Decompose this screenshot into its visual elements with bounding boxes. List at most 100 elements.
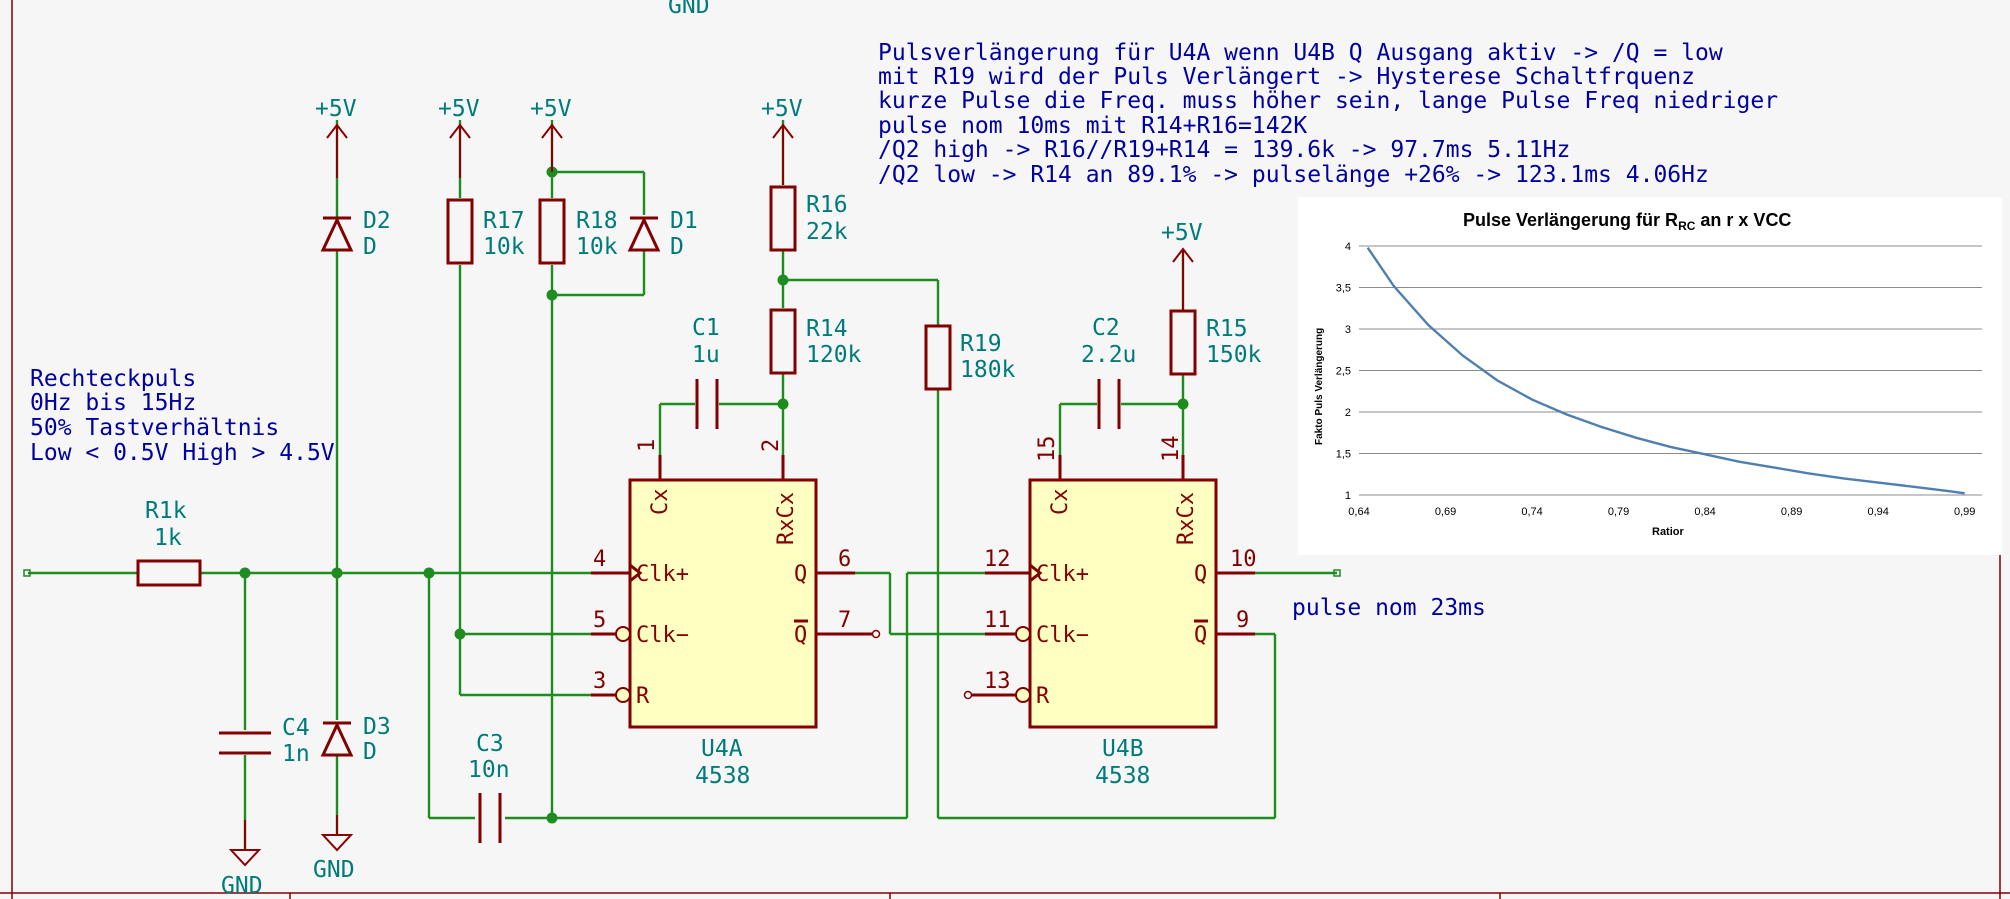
chart-y-tick-label: 1,5 bbox=[1336, 449, 1351, 461]
svg-text:12: 12 bbox=[984, 547, 1011, 572]
note-input: Rechteckpuls 0Hz bis 15Hz 50% Tastverhäl… bbox=[30, 366, 335, 466]
chart-x-tick-label: 0,79 bbox=[1608, 506, 1629, 518]
svg-text:14: 14 bbox=[1159, 436, 1184, 463]
chart-y-tick-label: 2,5 bbox=[1336, 366, 1351, 378]
chart-gridlines bbox=[1359, 245, 1982, 496]
gnd-c4: GND bbox=[221, 820, 263, 899]
resistor-r19: R19 180k bbox=[924, 324, 1016, 391]
chart-y-tick-label: 3 bbox=[1345, 324, 1351, 336]
diode-d2: D2 D bbox=[320, 208, 391, 260]
svg-text:Cx: Cx bbox=[648, 489, 673, 516]
gnd-d3: GND bbox=[313, 815, 355, 883]
svg-text:R16: R16 bbox=[806, 192, 848, 218]
svg-text:2.2u: 2.2u bbox=[1081, 342, 1136, 368]
chart-y-tick-label: 2 bbox=[1345, 407, 1351, 419]
ic-u4b: 15 14 12 11 13 10 9 Cx RxCx Clk+ Clk− R … bbox=[972, 436, 1257, 789]
chart-x-tick-label: 0,99 bbox=[1954, 506, 1975, 518]
svg-text:9: 9 bbox=[1236, 608, 1249, 633]
svg-text:Q: Q bbox=[794, 623, 807, 648]
power-5v-r15: +5V bbox=[1161, 220, 1203, 310]
resistor-r1k: R1k 1k bbox=[136, 498, 202, 587]
svg-text:10k: 10k bbox=[576, 234, 618, 260]
svg-text:50% Tastverhältnis: 50% Tastverhältnis bbox=[30, 415, 279, 441]
svg-text:kurze Pulse die Freq. muss höh: kurze Pulse die Freq. muss höher sein, l… bbox=[878, 88, 1778, 114]
svg-text:13: 13 bbox=[984, 669, 1011, 694]
svg-text:D3: D3 bbox=[363, 714, 391, 740]
svg-text:4: 4 bbox=[593, 547, 606, 572]
power-5v-r16: +5V bbox=[761, 96, 803, 185]
svg-text:10k: 10k bbox=[483, 234, 525, 260]
svg-text:Clk−: Clk− bbox=[1036, 623, 1089, 648]
svg-text:Clk−: Clk− bbox=[636, 623, 689, 648]
chart-x-tick-label: 0,69 bbox=[1435, 506, 1456, 518]
svg-text:U4A: U4A bbox=[701, 736, 743, 762]
svg-text:1: 1 bbox=[635, 439, 660, 452]
svg-text:150k: 150k bbox=[1206, 342, 1262, 368]
svg-text:Rechteckpuls: Rechteckpuls bbox=[30, 366, 196, 392]
resistor-r16: R16 22k bbox=[769, 185, 848, 252]
svg-text:11: 11 bbox=[984, 608, 1011, 633]
svg-text:RxCx: RxCx bbox=[1174, 492, 1199, 545]
svg-text:7: 7 bbox=[838, 608, 851, 633]
svg-text:6: 6 bbox=[838, 547, 851, 572]
pulse-chart: Pulse Verlängerung für RRC an r x VCC 1 1… bbox=[1298, 197, 2002, 555]
svg-text:10: 10 bbox=[1230, 547, 1257, 572]
svg-text:mit R19 wird der Puls Verlänge: mit R19 wird der Puls Verlängert -> Hyst… bbox=[878, 64, 1695, 90]
note-top: Pulsverlängerung für U4A wenn U4B Q Ausg… bbox=[878, 40, 1778, 188]
capacitor-c1: C1 1u bbox=[692, 315, 720, 429]
svg-text:22k: 22k bbox=[806, 219, 848, 245]
svg-text:R15: R15 bbox=[1206, 316, 1248, 342]
power-5v-r18: +5V bbox=[530, 96, 572, 172]
svg-text:Clk+: Clk+ bbox=[1036, 562, 1089, 587]
svg-text:GND: GND bbox=[313, 857, 355, 883]
chart-x-tick-label: 0,84 bbox=[1694, 506, 1715, 518]
chart-x-tick-label: 0,74 bbox=[1521, 506, 1542, 518]
svg-text:/Q2 high -> R16//R19+R14 = 139: /Q2 high -> R16//R19+R14 = 139.6k -> 97.… bbox=[878, 137, 1570, 163]
svg-text:R17: R17 bbox=[483, 208, 525, 234]
svg-text:/Q2 low -> R14 an 89.1% -> pul: /Q2 low -> R14 an 89.1% -> pulselänge +2… bbox=[878, 162, 1709, 188]
svg-text:1n: 1n bbox=[282, 741, 310, 767]
diode-d1: D1 D bbox=[627, 208, 698, 260]
chart-y-tick-label: 4 bbox=[1345, 241, 1351, 253]
svg-text:RxCx: RxCx bbox=[774, 492, 799, 545]
svg-text:4538: 4538 bbox=[695, 763, 750, 789]
resistor-r15: R15 150k bbox=[1169, 309, 1262, 376]
svg-text:+5V: +5V bbox=[1161, 220, 1203, 246]
svg-text:120k: 120k bbox=[806, 342, 862, 368]
svg-text:Low < 0.5V High > 4.5V: Low < 0.5V High > 4.5V bbox=[30, 440, 335, 466]
power-5v-d2: +5V bbox=[315, 96, 357, 178]
junctions bbox=[239, 166, 1189, 824]
chart-y-tick-label: 1 bbox=[1345, 490, 1351, 502]
svg-text:R: R bbox=[1036, 684, 1050, 709]
svg-text:2: 2 bbox=[759, 439, 784, 452]
resistor-r14: R14 120k bbox=[769, 308, 862, 375]
capacitor-c2: C2 2.2u bbox=[1081, 315, 1136, 429]
svg-text:C3: C3 bbox=[476, 731, 504, 757]
chart-title: Pulse Verlängerung für RRC an r x VCC bbox=[1463, 210, 1791, 233]
svg-text:1k: 1k bbox=[154, 525, 182, 551]
svg-text:Cx: Cx bbox=[1048, 489, 1073, 516]
svg-text:15: 15 bbox=[1035, 436, 1060, 463]
chart-x-tick-label: 0,94 bbox=[1867, 506, 1888, 518]
chart-x-tick-label: 0,89 bbox=[1781, 506, 1802, 518]
ic-u4a: 1 2 4 5 3 6 7 Cx RxCx Clk+ Clk− R Q Q U4… bbox=[591, 439, 872, 789]
svg-text:Pulsverlängerung für U4A wenn: Pulsverlängerung für U4A wenn U4B Q Ausg… bbox=[878, 40, 1723, 66]
svg-text:R: R bbox=[636, 684, 650, 709]
no-connect-marks bbox=[23, 569, 1341, 700]
svg-text:+5V: +5V bbox=[530, 96, 572, 122]
svg-text:+5V: +5V bbox=[438, 96, 480, 122]
diode-d3: D3 D bbox=[320, 714, 391, 765]
svg-text:GND: GND bbox=[221, 873, 263, 899]
note-pulse: pulse nom 23ms bbox=[1292, 595, 1486, 621]
svg-text:1u: 1u bbox=[692, 342, 720, 368]
chart-y-label: Fakto Puls Verlängerung bbox=[1314, 328, 1325, 445]
chart-y-ticks: 11,522,533,54 bbox=[1336, 241, 1351, 502]
power-5v-r17: +5V bbox=[438, 96, 480, 178]
svg-text:Q: Q bbox=[1194, 623, 1207, 648]
chart-x-tick-label: 0,64 bbox=[1348, 506, 1369, 518]
svg-text:R19: R19 bbox=[960, 331, 1002, 357]
svg-text:C1: C1 bbox=[692, 315, 720, 341]
svg-text:10n: 10n bbox=[468, 757, 510, 783]
chart-x-label: Ratior bbox=[1652, 526, 1685, 538]
svg-text:D1: D1 bbox=[670, 208, 698, 234]
